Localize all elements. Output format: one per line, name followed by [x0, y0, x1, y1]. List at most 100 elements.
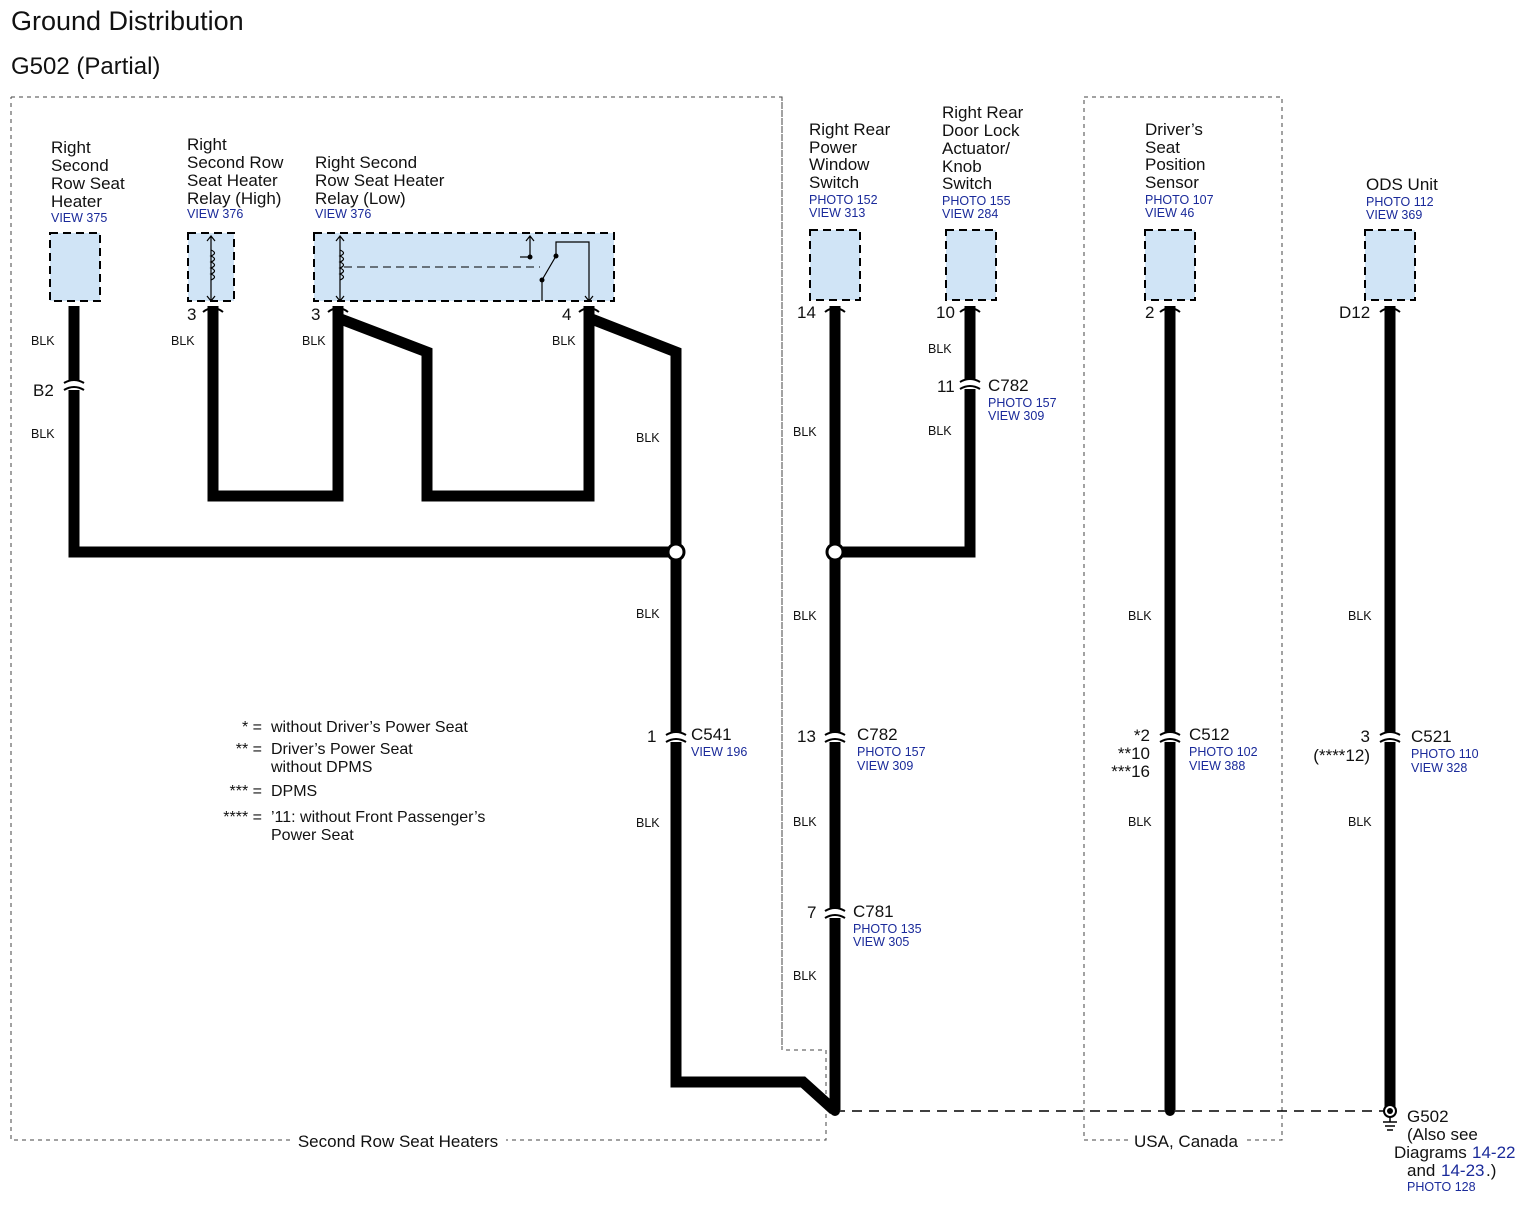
connector-c521: 3 (****12) C521 PHOTO 110 VIEW 328 [1313, 727, 1478, 775]
view-reference[interactable]: VIEW 284 [942, 207, 998, 221]
pin-labels: 3 3 4 14 10 2 D12 B2 [33, 303, 1370, 400]
svg-text:** =: ** = [236, 741, 262, 758]
svg-text:BLK: BLK [928, 342, 952, 356]
svg-text:Power: Power [809, 138, 858, 157]
svg-text:3: 3 [1361, 727, 1370, 746]
svg-text:Door Lock: Door Lock [942, 121, 1020, 140]
svg-text:11: 11 [937, 377, 955, 396]
svg-text:BLK: BLK [1348, 609, 1372, 623]
diagram-link[interactable]: 14-22 [1472, 1143, 1515, 1162]
ground-node [830, 1106, 840, 1116]
svg-text:Seat: Seat [1145, 138, 1180, 157]
ground-icon [1383, 1117, 1397, 1131]
svg-text:**10: **10 [1118, 744, 1150, 763]
wire-relay-high [207, 306, 344, 502]
svg-text:Switch: Switch [942, 174, 992, 193]
view-reference[interactable]: VIEW 376 [187, 207, 243, 221]
svg-text:Seat Heater: Seat Heater [187, 171, 278, 190]
svg-text:3: 3 [187, 305, 196, 324]
svg-text:C512: C512 [1189, 725, 1230, 744]
svg-text:C782: C782 [988, 376, 1029, 395]
view-reference[interactable]: VIEW 196 [691, 745, 747, 759]
svg-text:Right: Right [51, 138, 91, 157]
connector-mark-c541 [665, 731, 687, 743]
component-ods-unit: ODS Unit PHOTO 112 VIEW 369 [1364, 175, 1438, 301]
svg-text:Heater: Heater [51, 192, 102, 211]
region-box-second-row [10, 96, 827, 1141]
svg-text:BLK: BLK [31, 427, 55, 441]
photo-reference[interactable]: PHOTO 157 [857, 745, 926, 759]
photo-reference[interactable]: PHOTO 135 [853, 922, 922, 936]
svg-text:3: 3 [311, 305, 320, 324]
svg-text:C541: C541 [691, 725, 732, 744]
view-reference[interactable]: VIEW 313 [809, 206, 865, 220]
page-title: Ground Distribution [11, 6, 244, 36]
svg-text:C782: C782 [857, 725, 898, 744]
diagram-link[interactable]: 14-23 [1441, 1161, 1484, 1180]
view-reference[interactable]: VIEW 309 [857, 759, 913, 773]
svg-text:***16: ***16 [1111, 762, 1150, 781]
svg-text:Position: Position [1145, 155, 1205, 174]
svg-text:Right Rear: Right Rear [809, 120, 891, 139]
photo-reference[interactable]: PHOTO 155 [942, 194, 1011, 208]
component-box [49, 232, 101, 302]
svg-text:BLK: BLK [793, 425, 817, 439]
svg-text:Window: Window [809, 155, 870, 174]
view-reference[interactable]: VIEW 376 [315, 207, 371, 221]
svg-text:without Driver’s Power Seat: without Driver’s Power Seat [270, 719, 468, 736]
junctions [666, 542, 1397, 1118]
svg-text:Right Rear: Right Rear [942, 103, 1024, 122]
view-reference[interactable]: VIEW 375 [51, 211, 107, 225]
ground-g502-label: G502 (Also see Diagrams 14-22 and 14-23 … [1394, 1107, 1515, 1194]
svg-text:’11: without Front Passenger’s: ’11: without Front Passenger’s [271, 809, 485, 826]
wire-color-labels: BLK BLK BLK BLK BLK BLK BLK BLK BLK BLK … [31, 334, 1372, 983]
svg-text:Power Seat: Power Seat [271, 827, 354, 844]
photo-reference[interactable]: PHOTO 107 [1145, 193, 1214, 207]
photo-reference[interactable]: PHOTO 128 [1407, 1180, 1476, 1194]
svg-text:Switch: Switch [809, 173, 859, 192]
view-reference[interactable]: VIEW 388 [1189, 759, 1245, 773]
region-label-usa-canada: USA, Canada [1134, 1132, 1238, 1151]
photo-reference[interactable]: PHOTO 102 [1189, 745, 1258, 759]
photo-reference[interactable]: PHOTO 112 [1366, 195, 1434, 209]
connector-c541: 1 C541 VIEW 196 [647, 725, 747, 759]
component-box [1364, 229, 1416, 301]
svg-text:BLK: BLK [793, 969, 817, 983]
view-reference[interactable]: VIEW 369 [1366, 208, 1422, 222]
connector-mark-c521 [1379, 731, 1401, 743]
svg-text:Row Seat Heater: Row Seat Heater [315, 171, 445, 190]
svg-text:without DPMS: without DPMS [270, 759, 372, 776]
inline-connector-marks [63, 378, 1401, 919]
svg-text:BLK: BLK [31, 334, 55, 348]
svg-text:*** =: *** = [230, 783, 262, 800]
view-reference[interactable]: VIEW 328 [1411, 761, 1467, 775]
svg-text:B2: B2 [33, 381, 54, 400]
component-right-second-row-seat-heater: Right Second Row Seat Heater VIEW 375 [49, 138, 125, 302]
svg-text:Driver’s: Driver’s [1145, 120, 1203, 139]
svg-text:BLK: BLK [1128, 815, 1152, 829]
view-reference[interactable]: VIEW 309 [988, 409, 1044, 423]
svg-text:BLK: BLK [636, 816, 660, 830]
svg-text:**** =: **** = [223, 809, 262, 826]
component-box [945, 229, 997, 301]
photo-reference[interactable]: PHOTO 157 [988, 396, 1057, 410]
region-label-second-row: Second Row Seat Heaters [298, 1132, 498, 1151]
photo-reference[interactable]: PHOTO 152 [809, 193, 878, 207]
svg-text:Right Second: Right Second [315, 153, 417, 172]
connector-mark-c782-upper [959, 378, 981, 390]
connector-c781: 7 C781 PHOTO 135 VIEW 305 [807, 902, 922, 949]
svg-text:10: 10 [936, 303, 955, 322]
photo-reference[interactable]: PHOTO 110 [1411, 747, 1479, 761]
ground-node [1165, 1106, 1175, 1116]
svg-text:2: 2 [1145, 303, 1154, 322]
svg-text:1: 1 [647, 727, 656, 746]
svg-text:BLK: BLK [928, 424, 952, 438]
legend: * = without Driver’s Power Seat ** = Dri… [223, 719, 485, 844]
svg-text:* =: * = [242, 719, 262, 736]
svg-text:C521: C521 [1411, 727, 1452, 746]
svg-text:BLK: BLK [552, 334, 576, 348]
connector-mark-c512 [1159, 731, 1181, 743]
view-reference[interactable]: VIEW 46 [1145, 206, 1194, 220]
svg-text:BLK: BLK [793, 815, 817, 829]
view-reference[interactable]: VIEW 305 [853, 935, 909, 949]
